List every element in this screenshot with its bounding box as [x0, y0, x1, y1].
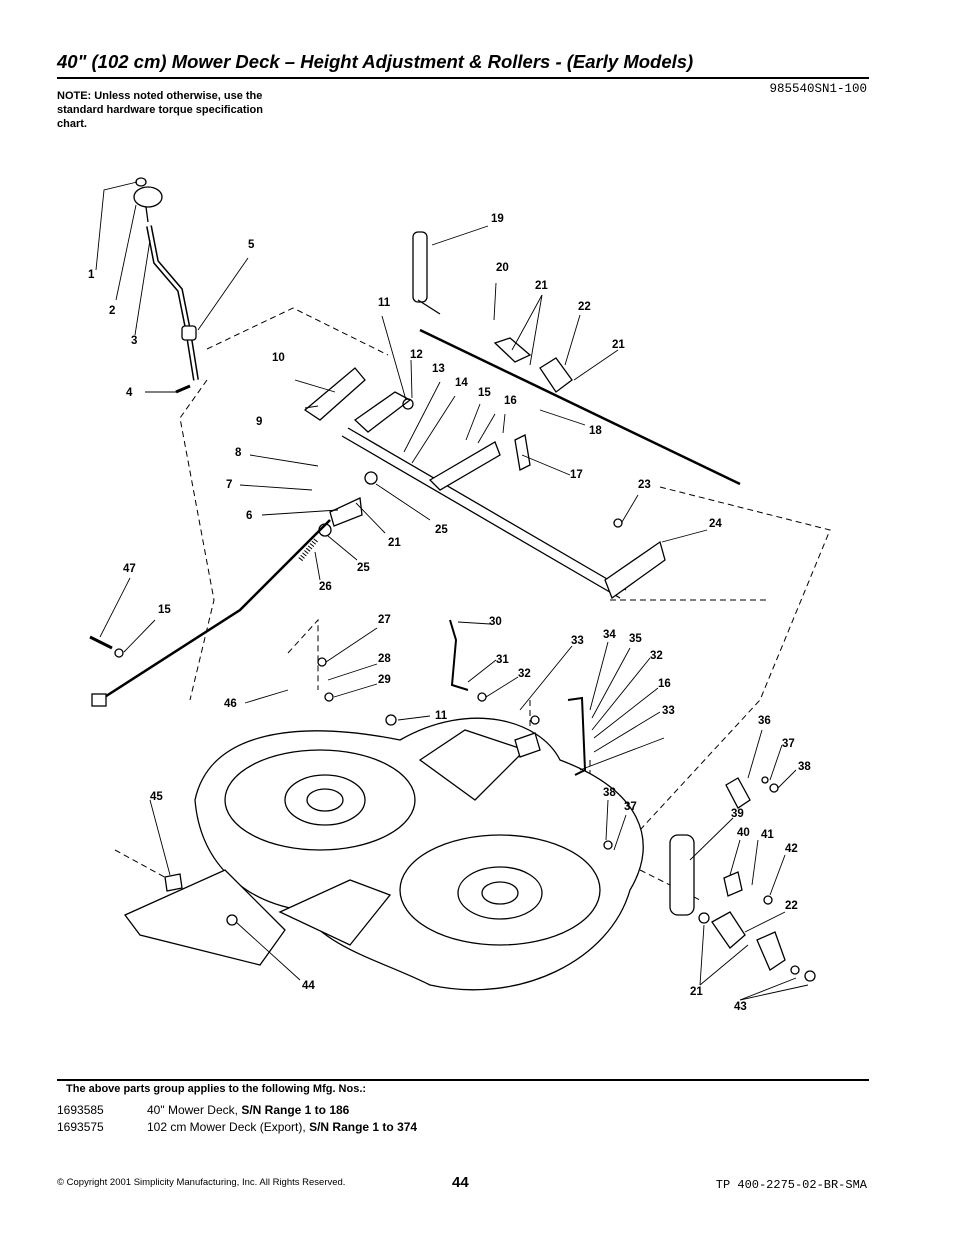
callout-label: 40: [737, 827, 750, 839]
mfg-range: S/N Range 1 to 186: [241, 1103, 350, 1117]
callout-label: 21: [612, 339, 625, 351]
callout-label: 27: [378, 614, 391, 626]
callout-label: 42: [785, 843, 798, 855]
callout-label: 15: [158, 604, 171, 616]
mfg-description: 102 cm Mower Deck (Export),: [147, 1120, 306, 1134]
callout-label: 22: [785, 900, 798, 912]
page-title: 40" (102 cm) Mower Deck – Height Adjustm…: [57, 51, 694, 72]
callout-label: 21: [388, 537, 401, 549]
callout-label: 20: [496, 262, 509, 274]
callout-label: 5: [248, 239, 255, 251]
callout-label: 38: [798, 761, 811, 773]
callout-label: 17: [570, 469, 583, 481]
callout-label: 22: [578, 301, 591, 313]
callout-label: 32: [650, 650, 663, 662]
callout-label: 18: [589, 425, 602, 437]
callout-label: 46: [224, 698, 237, 710]
mfg-number: 1693585: [57, 1103, 104, 1117]
callout-label: 37: [782, 738, 795, 750]
callout-label: 14: [455, 377, 468, 389]
callout-label: 33: [571, 635, 584, 647]
callout-label: 38: [603, 787, 616, 799]
footer-rule: [57, 1079, 869, 1081]
callout-label: 31: [496, 654, 509, 666]
callout-label: 13: [432, 363, 445, 375]
callout-label: 25: [357, 562, 370, 574]
callout-label: 3: [131, 335, 137, 347]
callout-label: 26: [319, 581, 332, 593]
callout-label: 7: [226, 479, 232, 491]
mfg-row: 1693575 102 cm Mower Deck (Export), S/N R…: [57, 1120, 417, 1134]
callout-label: 11: [378, 297, 391, 309]
callout-label: 30: [489, 616, 502, 628]
callout-label: 39: [731, 808, 744, 820]
callout-label: 21: [690, 986, 703, 998]
callout-label: 9: [256, 416, 262, 428]
mfg-row: 1693585 40" Mower Deck, S/N Range 1 to 18…: [57, 1103, 349, 1117]
callout-label: 1: [88, 269, 95, 281]
doc-id: 985540SN1-100: [769, 82, 867, 96]
callout-label: 36: [758, 715, 771, 727]
callout-label: 16: [504, 395, 517, 407]
header-rule: [57, 77, 869, 79]
mfg-description: 40" Mower Deck,: [147, 1103, 238, 1117]
callout-label: 32: [518, 668, 531, 680]
callout-label: 11: [435, 710, 448, 722]
callout-label: 25: [435, 524, 448, 536]
callout-label: 23: [638, 479, 651, 491]
page-number: 44: [452, 1174, 469, 1191]
callout-label: 24: [709, 518, 722, 530]
callout-label: 10: [272, 352, 285, 364]
callout-label: 41: [761, 829, 774, 841]
callout-label: 45: [150, 791, 163, 803]
applies-heading: The above parts group applies to the fol…: [66, 1083, 367, 1095]
callout-label: 35: [629, 633, 642, 645]
mfg-number: 1693575: [57, 1120, 104, 1134]
callout-label: 19: [491, 213, 504, 225]
callout-label: 15: [478, 387, 491, 399]
copyright: © Copyright 2001 Simplicity Manufacturin…: [57, 1177, 346, 1188]
callout-label: 28: [378, 653, 391, 665]
torque-note: NOTE: Unless noted otherwise, use the st…: [57, 90, 263, 130]
callout-label: 6: [246, 510, 252, 522]
callout-label: 4: [126, 387, 133, 399]
callout-label: 21: [535, 280, 548, 292]
tp-number: TP 400-2275-02-BR-SMA: [715, 1178, 867, 1192]
callout-label: 12: [410, 349, 423, 361]
callout-label: 43: [734, 1001, 747, 1013]
callout-label: 34: [603, 629, 616, 641]
callout-label: 47: [123, 563, 136, 575]
callout-label: 8: [235, 447, 242, 459]
callout-label: 44: [302, 980, 315, 992]
mfg-range: S/N Range 1 to 374: [309, 1120, 418, 1134]
callout-label: 37: [624, 801, 637, 813]
callout-label: 33: [662, 705, 675, 717]
callout-label: 29: [378, 674, 391, 686]
callout-label: 16: [658, 678, 671, 690]
callout-label: 2: [109, 305, 115, 317]
